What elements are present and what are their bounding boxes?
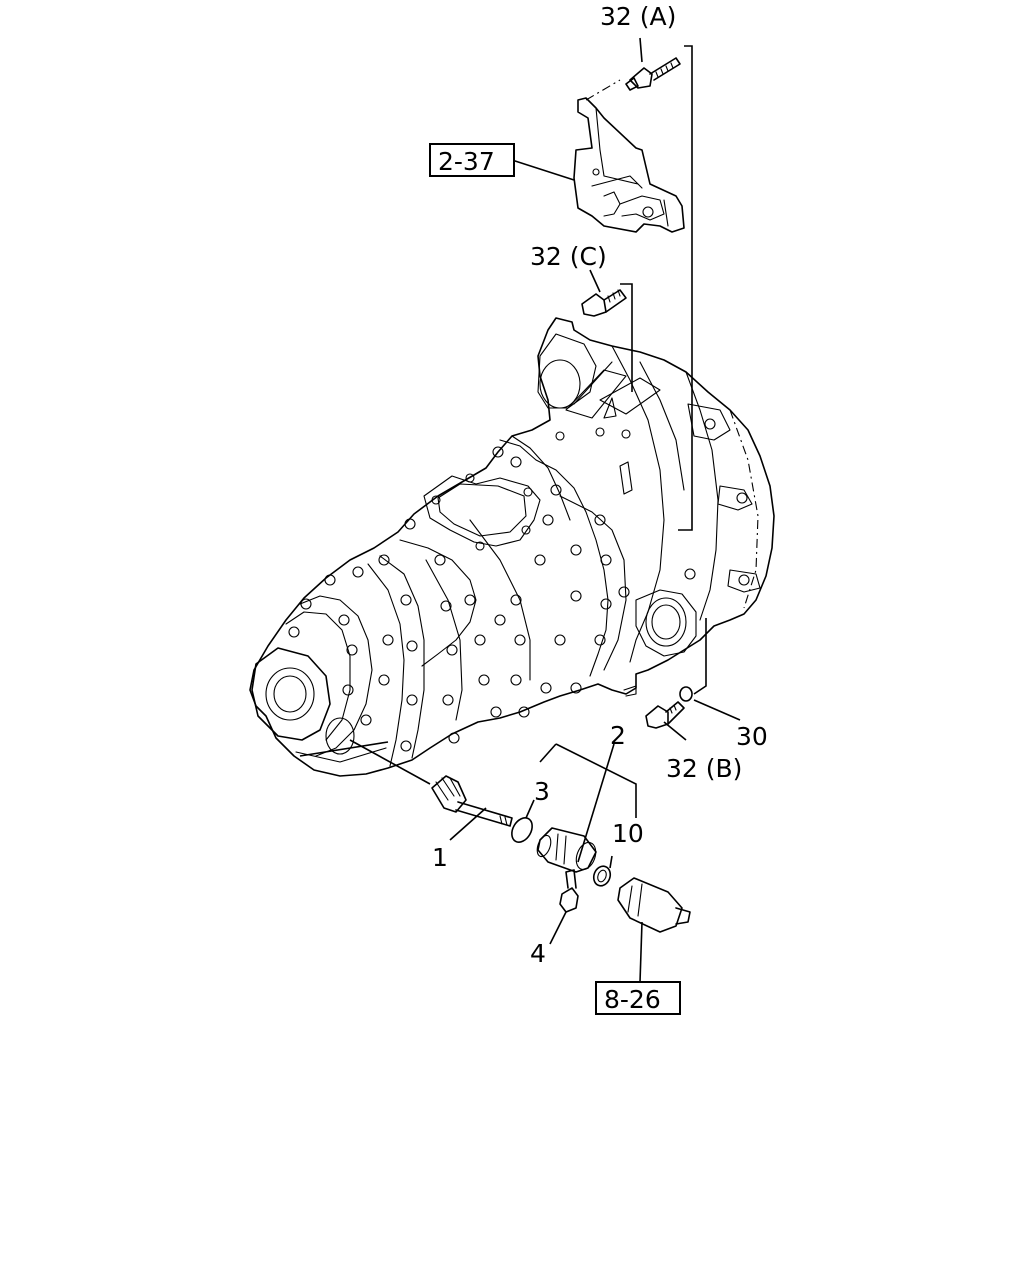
o-ring-10	[592, 865, 612, 887]
bolt-32b	[645, 701, 685, 729]
callout-30: 30	[736, 722, 768, 751]
o-ring-3	[511, 817, 533, 843]
callout-2-37-box	[429, 143, 515, 177]
driven-gear-1	[431, 775, 513, 827]
leader-lines	[299, 37, 741, 983]
callout-3: 3	[534, 777, 550, 806]
callout-32a: 32 (A)	[600, 2, 676, 31]
transmission-drawing	[249, 317, 775, 777]
bolt-32a	[625, 57, 681, 91]
washer-30	[679, 686, 693, 702]
callout-2-37: 2-37	[438, 147, 495, 176]
callout-8-26-box	[595, 981, 681, 1015]
speed-sensor-8-26	[617, 877, 691, 933]
bracket-drawing	[573, 97, 685, 233]
callout-2: 2	[610, 721, 626, 750]
callout-1: 1	[432, 843, 448, 872]
callout-32c: 32 (C)	[530, 242, 607, 271]
callout-8-26: 8-26	[604, 985, 661, 1014]
callout-32b: 32 (B)	[666, 754, 742, 783]
bolt-4	[559, 869, 579, 913]
sleeve-2	[536, 827, 597, 873]
bolt-32c	[581, 289, 627, 317]
callout-4: 4	[530, 939, 546, 968]
callout-10: 10	[612, 819, 644, 848]
